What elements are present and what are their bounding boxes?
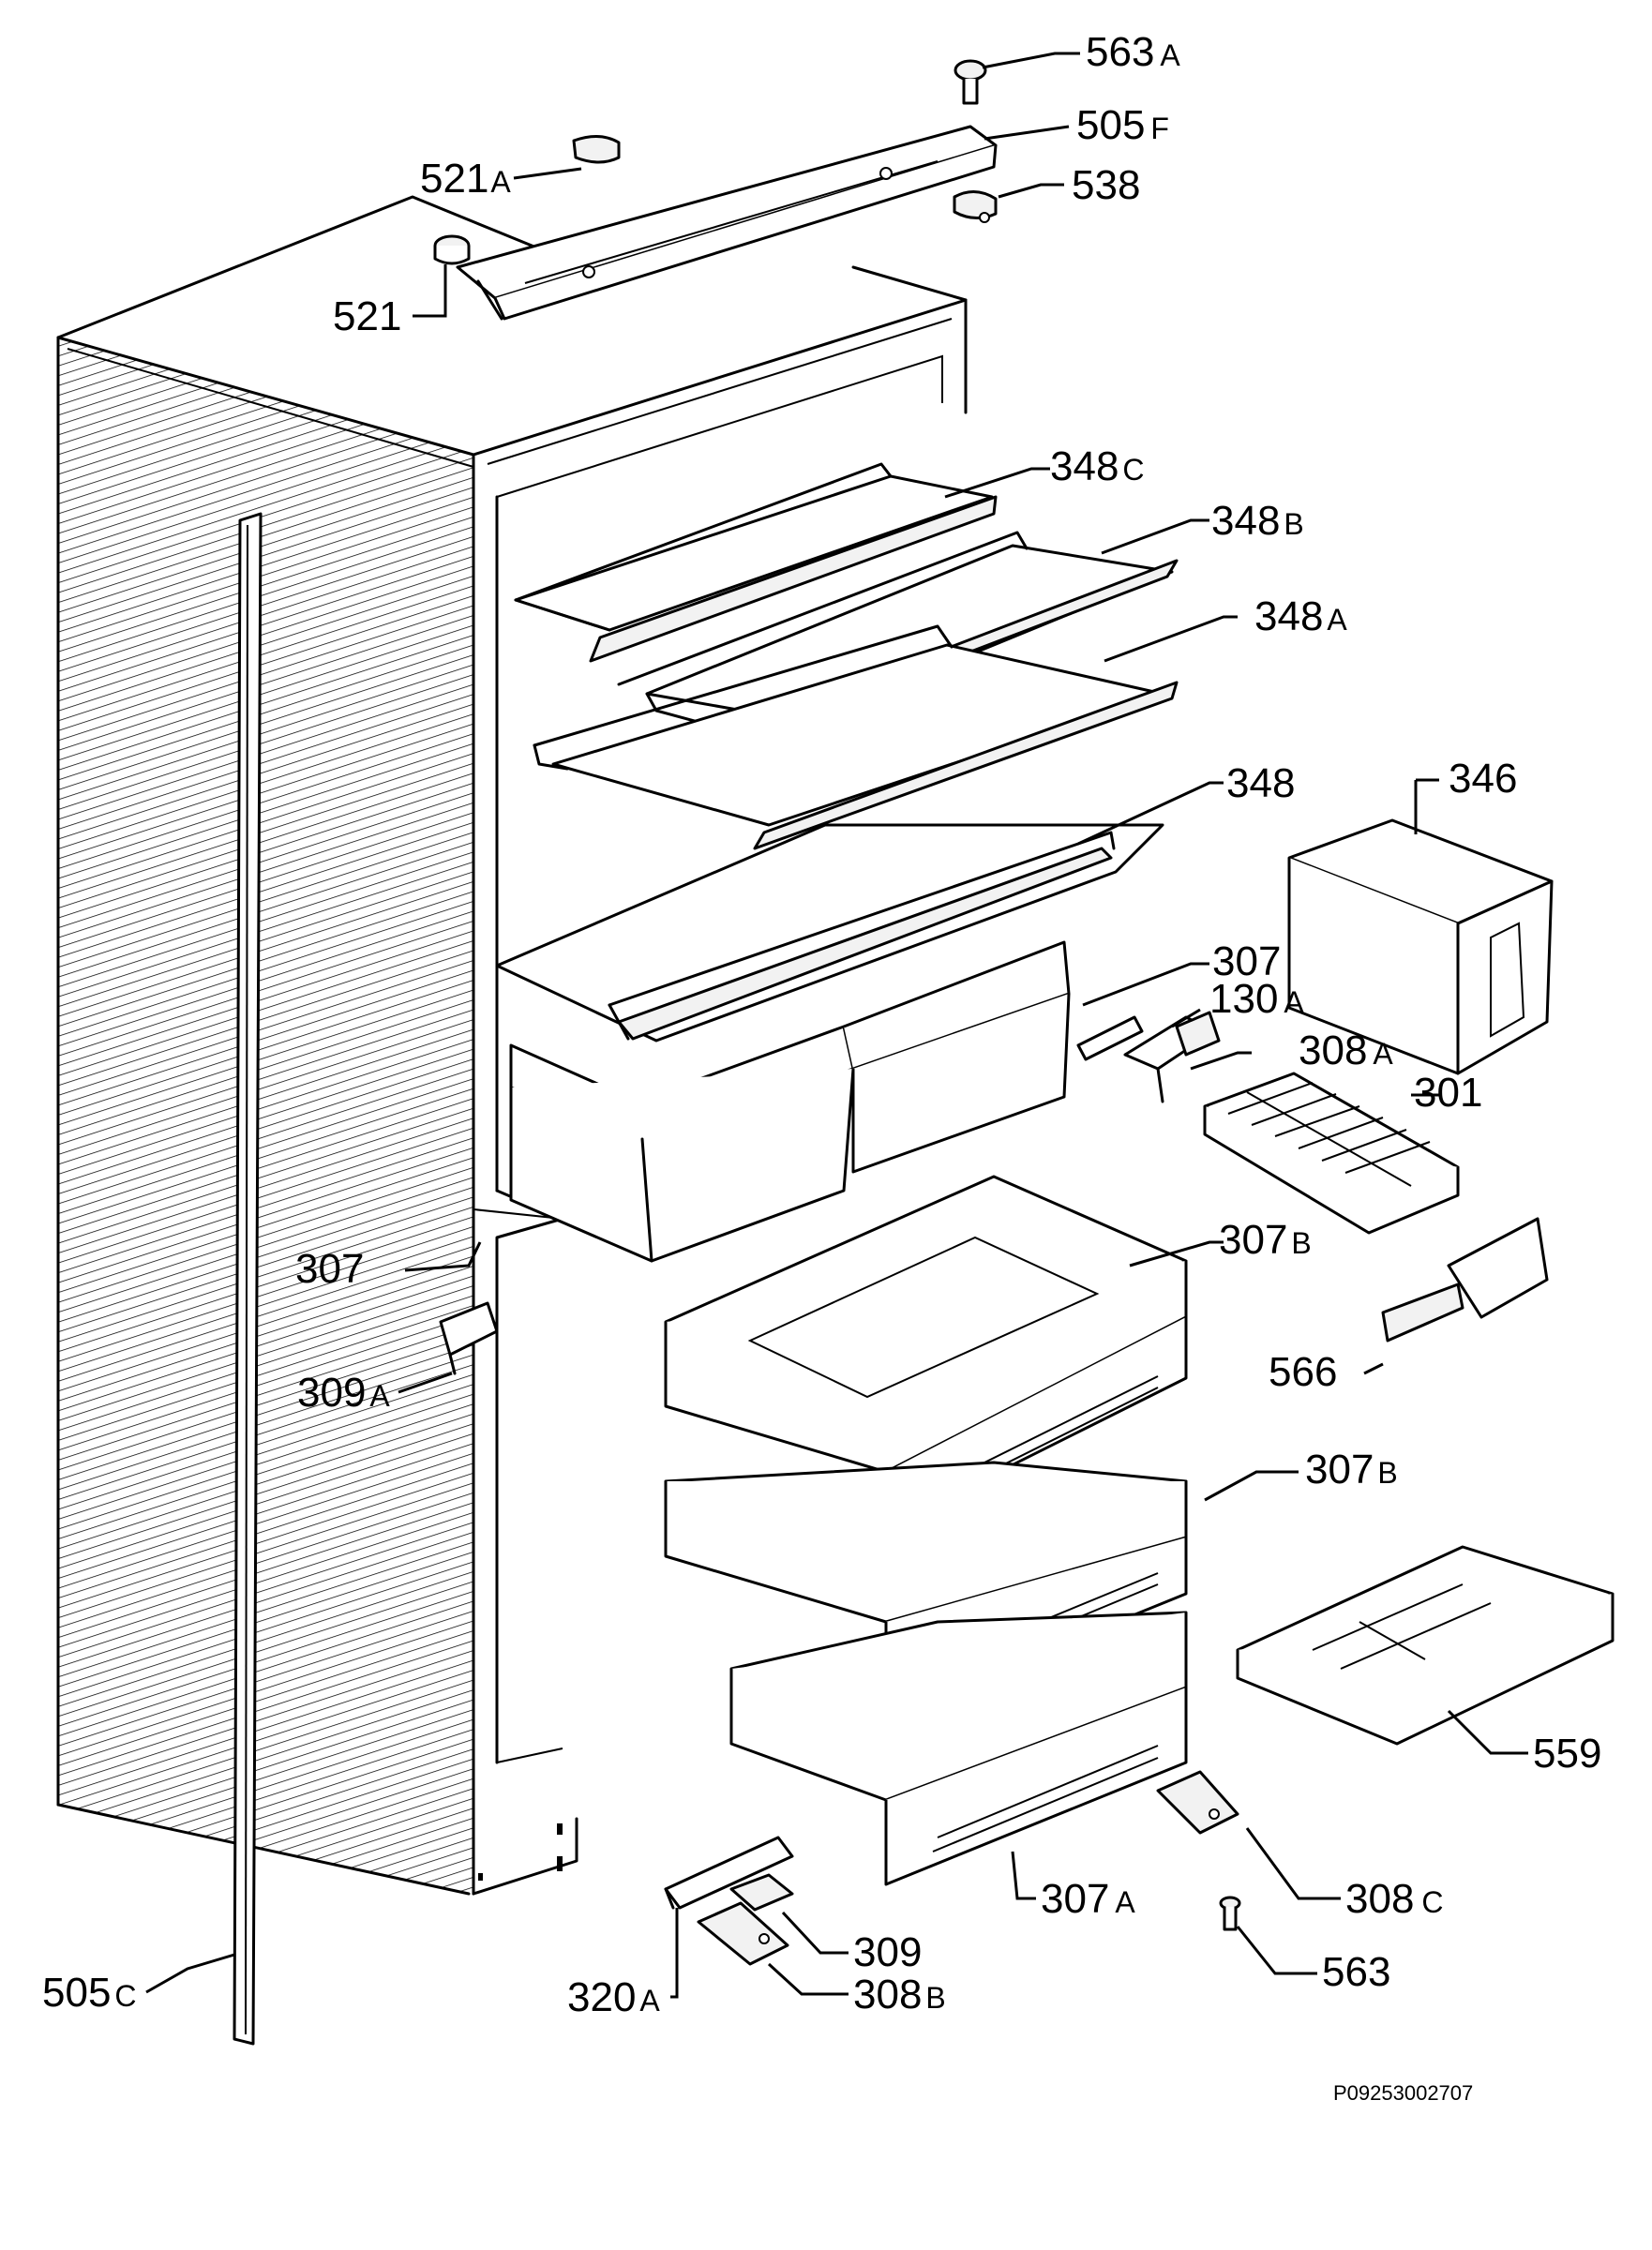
hinge-308b	[697, 1901, 789, 1966]
label-566: 566	[1269, 1349, 1337, 1395]
hinge-308c	[1156, 1770, 1239, 1835]
label-309: 309	[853, 1929, 922, 1975]
label-521: 521	[333, 293, 401, 339]
salad-drawer-307-upper	[509, 940, 1071, 1263]
freezer-drawer-307a	[729, 1611, 1188, 1886]
door-stop-309a	[439, 1301, 499, 1375]
label-563: 563	[1322, 1949, 1390, 1995]
hinge-308a	[1175, 1011, 1221, 1057]
drawing-code: P09253002707	[1333, 2081, 1473, 2105]
drawer-rail-307-small	[1076, 1015, 1144, 1061]
top-hinge-bracket	[456, 125, 998, 321]
glass-shelf-348a	[533, 624, 1179, 850]
label-521a: 521A	[420, 156, 511, 202]
screw-563a	[954, 59, 987, 105]
screw-563	[1219, 1896, 1241, 1931]
bottom-hinge-320a	[664, 1836, 794, 1910]
leader-lines	[145, 52, 1528, 1999]
label-307-top: 307	[1212, 938, 1281, 984]
glass-shelf-348c	[514, 462, 998, 663]
hinge-pin-538	[953, 190, 998, 223]
cover-cap-521a	[572, 135, 621, 164]
label-538: 538	[1072, 162, 1140, 208]
label-307-left: 307	[295, 1246, 364, 1292]
label-301: 301	[1414, 1070, 1482, 1116]
label-346: 346	[1449, 756, 1517, 802]
ice-scraper-566	[1381, 1217, 1549, 1342]
label-559: 559	[1533, 1731, 1601, 1777]
crisper-cover-348	[495, 823, 1164, 1042]
cabinet-body	[56, 195, 968, 1896]
label-348: 348	[1226, 760, 1295, 806]
spacer-309	[729, 1873, 794, 1912]
cold-accumulator-559	[1236, 1545, 1614, 1746]
ice-tray-301	[1203, 1072, 1460, 1235]
door-gasket	[233, 512, 263, 2046]
egg-box-346	[1287, 818, 1554, 1075]
cover-cap-521	[433, 234, 471, 265]
